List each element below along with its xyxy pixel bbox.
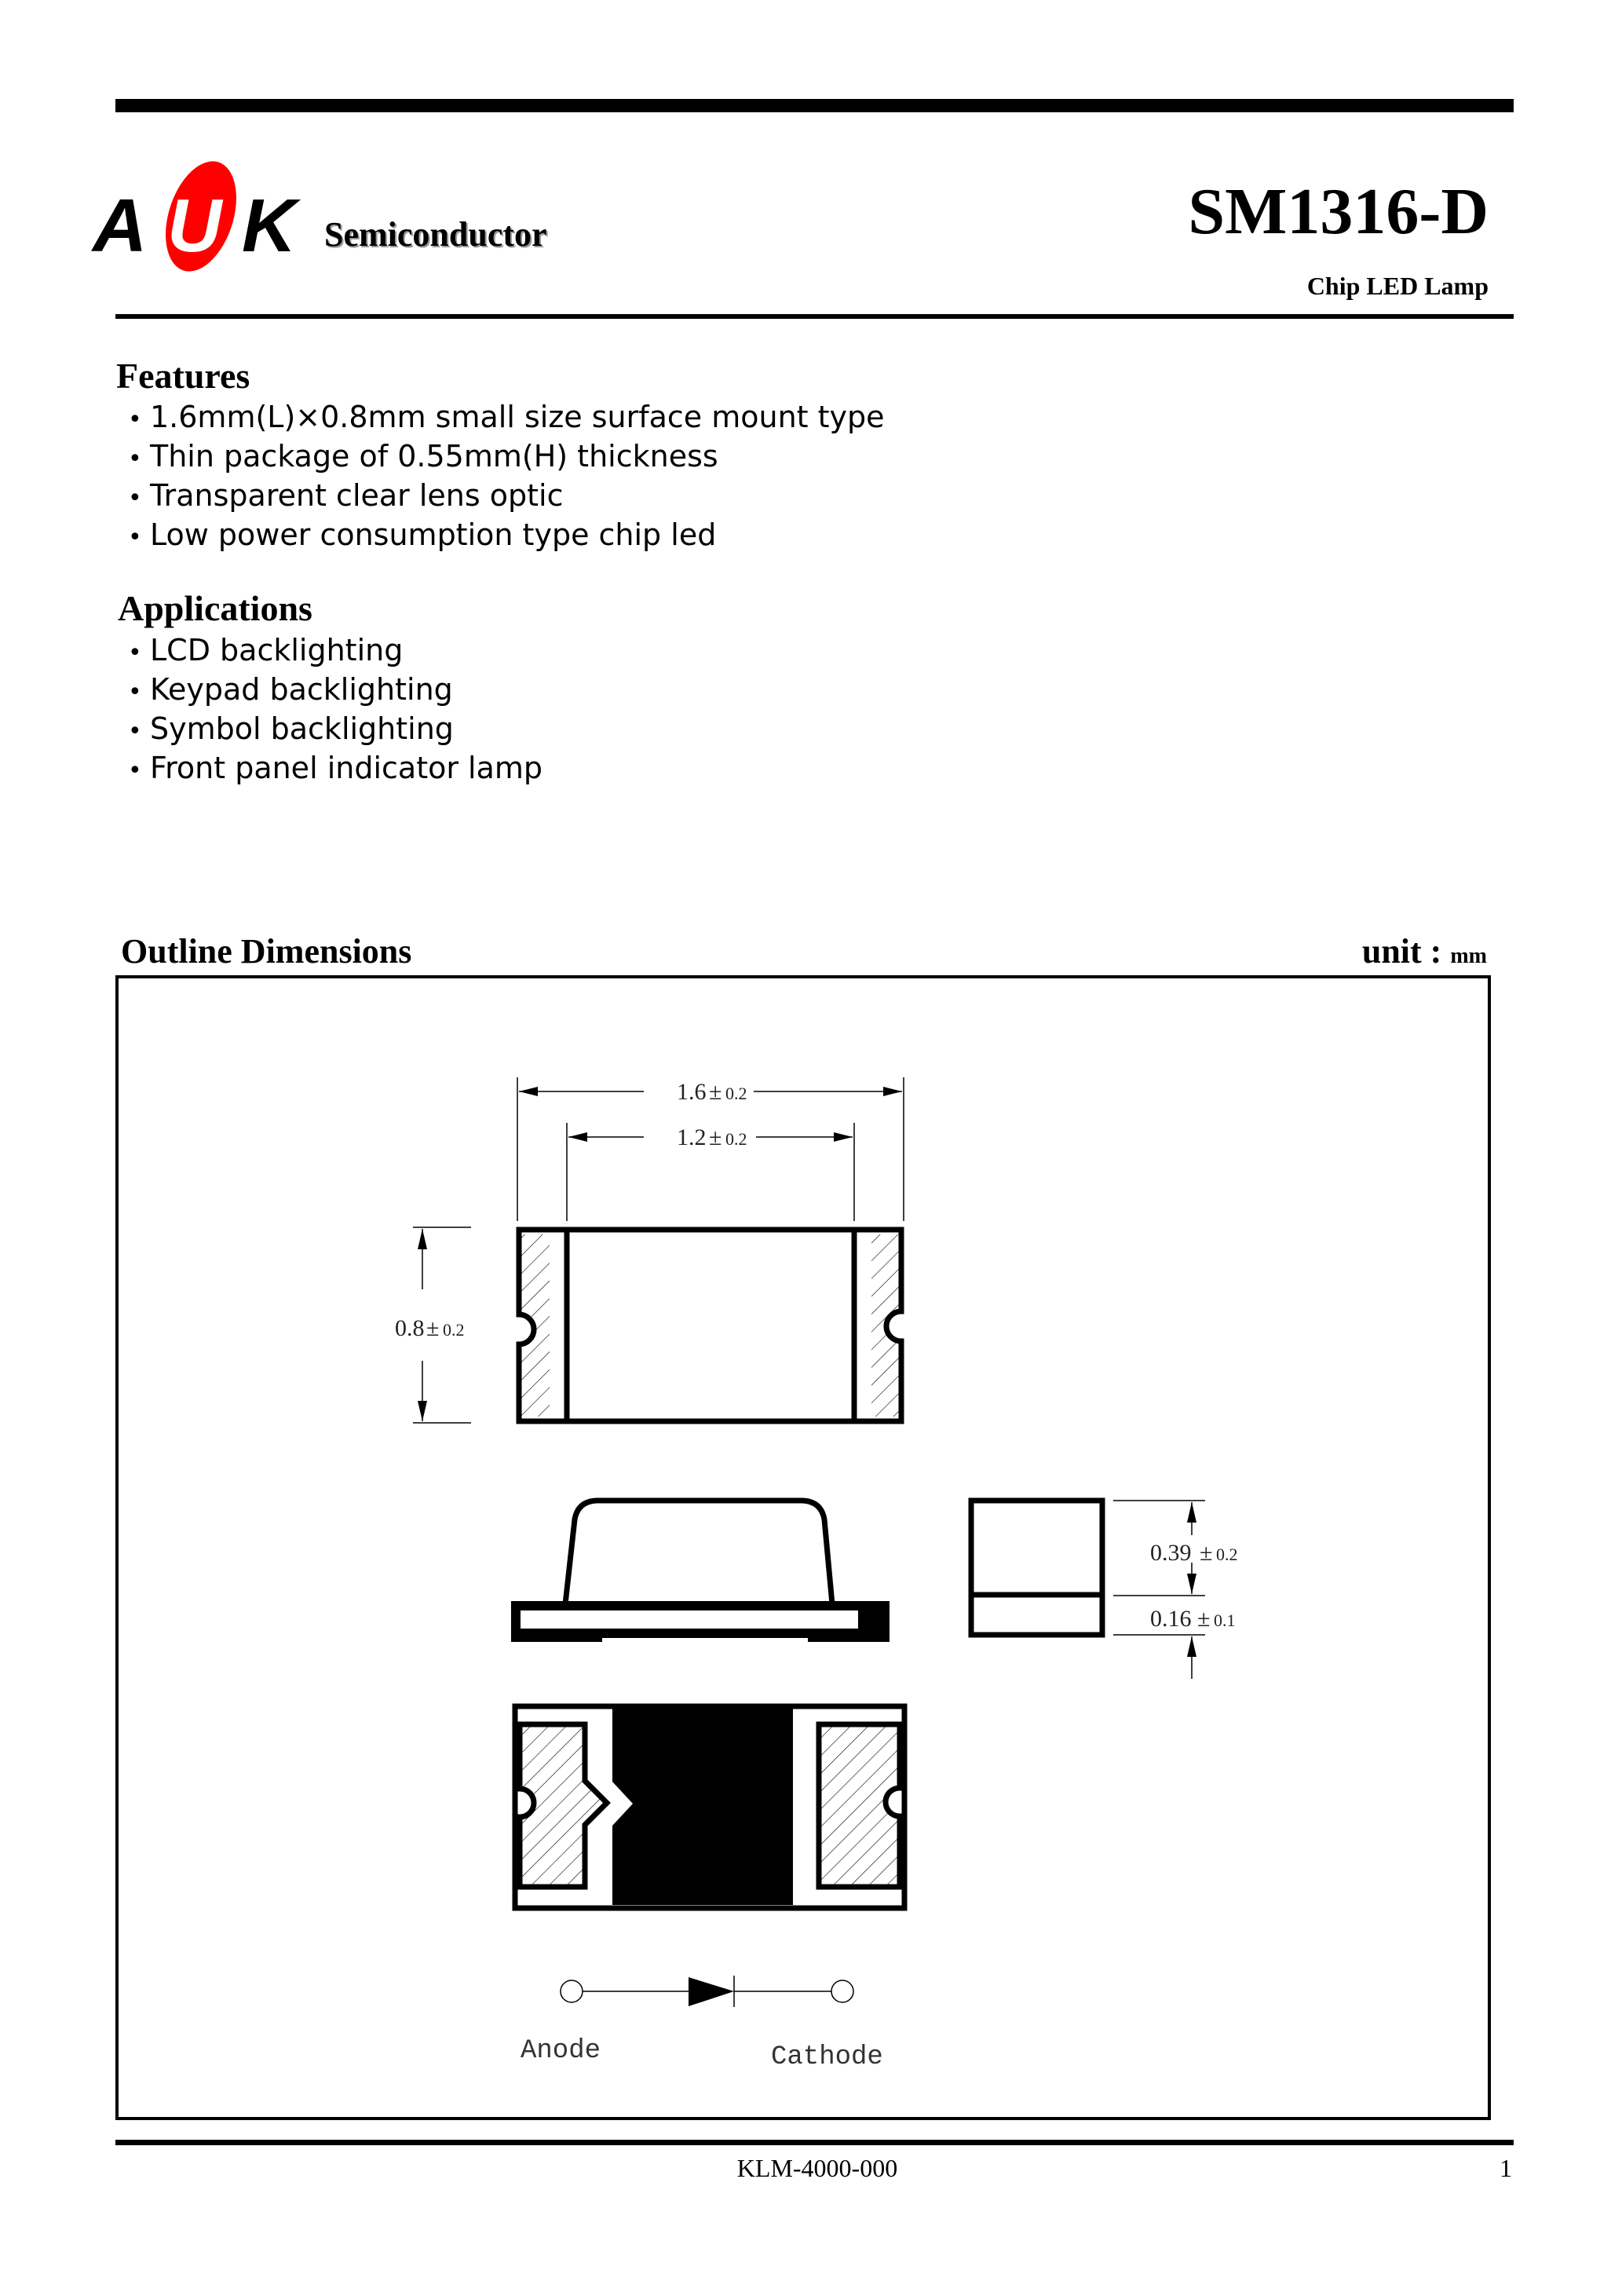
pm-icon: ± [426,1315,439,1341]
bullet-icon: • [128,639,142,667]
logo-letter-k: K [242,184,297,268]
dimension-heights: 0.39 ± 0.2 0.16 ± 0.1 [1113,1500,1238,1679]
unit-label: unit : [1361,932,1442,971]
anode-terminal-icon [560,1980,583,2003]
bullet-icon: • [128,484,142,512]
applications-title: Applications [118,588,312,628]
pm-icon: ± [1197,1606,1210,1632]
logo-company-name: Semiconductor [324,215,547,254]
feature-item: •Low power consumption type chip led [128,517,885,556]
dim-inner-length-value: 1.2 [677,1124,707,1150]
header-rule [115,314,1514,319]
dimension-length: 1.6 ± 0.2 [517,1077,904,1221]
unit-indicator: unit : mm [1362,934,1487,969]
diode-symbol-icon [689,1977,734,2006]
feature-item: •Transparent clear lens optic [128,477,885,517]
dim-length-value: 1.6 [677,1079,707,1105]
application-item: •LCD backlighting [128,632,542,671]
part-number: SM1316-D [1188,175,1489,248]
pm-icon: ± [1200,1540,1212,1566]
footer-rule [115,2140,1514,2145]
product-type: Chip LED Lamp [1306,272,1489,300]
outline-title: Outline Dimensions [121,932,412,971]
bottom-view [512,1703,908,1911]
dim-width-tol: 0.2 [443,1320,465,1340]
logo-letter-a: A [93,184,148,268]
dim-inner-length-tol: 0.2 [725,1129,747,1149]
application-item: •Front panel indicator lamp [128,750,542,789]
bullet-icon: • [128,524,142,551]
cathode-label: Cathode [771,2042,883,2072]
dimension-inner-length: 1.2 ± 0.2 [566,1123,855,1221]
pm-icon: ± [709,1124,721,1150]
bullet-icon: • [128,406,142,433]
unit-value: mm [1450,944,1487,968]
top-view [516,1227,904,1424]
feature-item: •1.6mm(L)×0.8mm small size surface mount… [128,399,885,438]
application-item: •Keypad backlighting [128,671,542,711]
side-view [511,1497,890,1645]
page-number: 1 [1500,2154,1512,2182]
top-rule [115,99,1514,112]
diode-schematic: Anode Cathode [521,1976,883,2072]
outline-drawing-frame [115,975,1491,2120]
features-list: •1.6mm(L)×0.8mm small size surface mount… [128,399,885,556]
bullet-icon: • [128,757,142,784]
features-title: Features [116,356,250,396]
dim-width-value: 0.8 [395,1315,425,1341]
dim-lens-height-tol: 0.2 [1216,1545,1238,1564]
document-number: KLM-4000-000 [736,2154,898,2182]
logo-letter-u: U [167,184,222,268]
cathode-terminal-icon [831,1980,854,2003]
pm-icon: ± [709,1079,721,1105]
dimension-width: 0.8 ± 0.2 [395,1227,471,1424]
end-view [968,1497,1105,1638]
feature-item: •Thin package of 0.55mm(H) thickness [128,438,885,477]
application-item: •Symbol backlighting [128,711,542,750]
applications-list: •LCD backlighting •Keypad backlighting •… [128,632,542,789]
dim-length-tol: 0.2 [725,1084,747,1103]
anode-label: Anode [521,2036,601,2066]
bullet-icon: • [128,718,142,745]
dim-base-height-tol: 0.1 [1214,1610,1236,1630]
company-logo: A U K Semiconductor [89,152,575,281]
bullet-icon: • [128,678,142,706]
dim-lens-height-value: 0.39 [1150,1540,1192,1566]
dim-base-height-value: 0.16 [1150,1606,1192,1632]
bullet-icon: • [128,445,142,473]
